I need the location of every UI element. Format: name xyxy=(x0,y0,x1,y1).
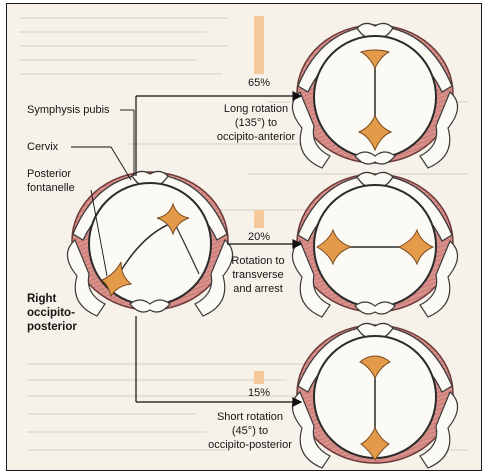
percentage-bar-long-rotation xyxy=(254,16,264,75)
percentage-bar-transverse-arrest xyxy=(254,210,264,228)
percentage-bar-short-rotation xyxy=(254,371,264,385)
pelvis-occipito-posterior xyxy=(292,323,457,468)
caption-long-rotation: Long rotation (135°) to occipito-anterio… xyxy=(201,102,311,144)
pelvis-occipito-anterior xyxy=(292,23,457,168)
label-starting-position: Right occipito- posterior xyxy=(27,292,77,334)
caption-short-rotation: Short rotation (45°) to occipito-posteri… xyxy=(195,410,305,452)
diagram-page: 65% 20% 15% Long rotation (135°) to occi… xyxy=(6,3,482,471)
caption-transverse-arrest: Rotation to transverse and arrest xyxy=(203,254,313,296)
label-posterior-fontanelle: Posterior fontanelle xyxy=(27,167,75,195)
percent-label-long-rotation: 65% xyxy=(239,76,279,90)
pelvis-transverse-arrest xyxy=(292,172,457,317)
percent-label-transverse-arrest: 20% xyxy=(239,230,279,244)
label-cervix: Cervix xyxy=(27,140,58,154)
percent-label-short-rotation: 15% xyxy=(239,386,279,400)
label-symphysis-pubis: Symphysis pubis xyxy=(27,103,110,117)
